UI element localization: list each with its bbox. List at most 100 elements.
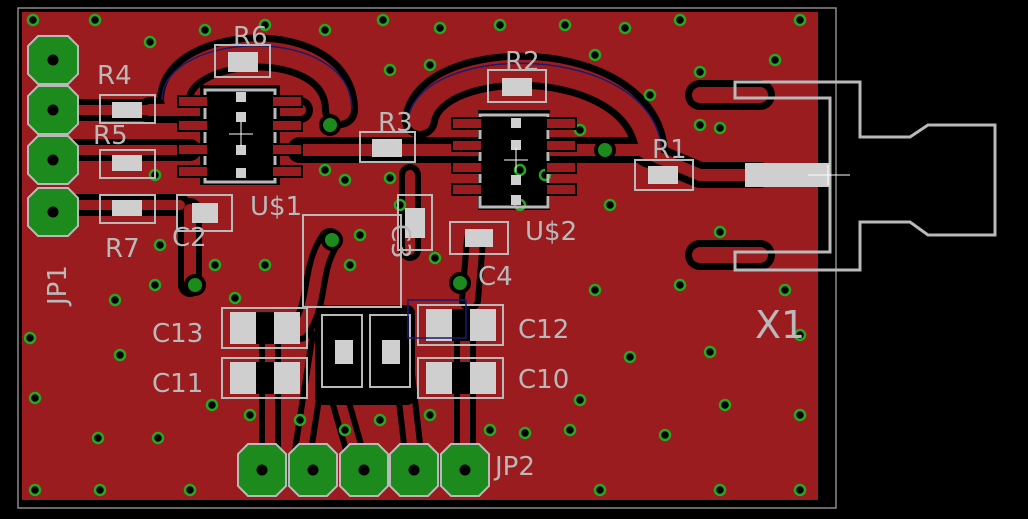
header-pin-hole [44,51,62,69]
label-c11: C11 [152,369,203,399]
via [228,291,242,305]
vias [23,13,807,497]
header-pin-hole [44,101,62,119]
ic-u2 [451,113,577,209]
header-pin-hole [253,461,271,479]
label-jp2: JP2 [493,452,535,482]
ic-u1 [177,88,303,184]
via [423,408,437,422]
label-r6: R6 [233,22,268,52]
via [573,393,587,407]
via [26,13,40,27]
via [23,331,37,345]
via [778,283,792,297]
label-u2: U$2 [525,217,577,247]
via [353,228,367,242]
via [793,483,807,497]
board-outline [17,7,837,509]
label-r3: R3 [378,108,413,138]
label-c13: C13 [152,319,203,349]
via [618,21,632,35]
via [205,398,219,412]
via [151,431,165,445]
via [93,483,107,497]
via [318,23,332,37]
silkscreen-labels: R6 R4 R5 R7 R2 R3 R1 C2 C3 C4 C13 C11 C1… [43,22,805,482]
label-r7: R7 [105,234,140,264]
via [208,258,222,272]
via [143,35,157,49]
via [428,251,442,265]
via [713,121,727,135]
header-pin-hole [355,461,373,479]
header-jp1 [27,35,79,237]
via [588,48,602,62]
via [493,18,507,32]
header-pin-hole [44,203,62,221]
via [423,58,437,72]
via [198,23,212,37]
via [148,278,162,292]
via [793,13,807,27]
label-r5: R5 [93,121,128,151]
via [343,258,357,272]
via [88,13,102,27]
label-c4: C4 [478,262,513,292]
via [718,398,732,412]
via [563,423,577,437]
via-large [449,272,471,294]
via [108,293,122,307]
via [713,483,727,497]
via [703,345,717,359]
via [693,65,707,79]
via [338,173,352,187]
via [376,13,390,27]
via [258,18,272,32]
via-large [594,139,616,161]
header-jp2 [237,443,490,497]
header-pin-hole [304,461,322,479]
via [153,238,167,252]
via [183,483,197,497]
via [603,198,617,212]
via [588,283,602,297]
label-r2: R2 [505,47,540,77]
label-c3: C3 [385,224,415,259]
via-large [319,114,341,136]
label-c2: C2 [172,223,207,253]
via [243,408,257,422]
label-c10: C10 [518,365,569,395]
smd-pads [112,52,678,247]
via [558,18,572,32]
label-x1: X1 [755,303,805,347]
header-pin-hole [405,461,423,479]
via [768,53,782,67]
via [658,428,672,442]
via [338,423,352,437]
via [793,328,807,342]
center-regulator [302,214,467,388]
smd-parts [99,44,694,255]
via [623,350,637,364]
via-large [184,274,206,296]
header-pin-hole [456,461,474,479]
connector-x1 [733,80,997,272]
via [28,391,42,405]
via [793,408,807,422]
via [518,426,532,440]
label-r4: R4 [97,61,132,91]
via [593,483,607,497]
label-r1: R1 [652,135,687,165]
header-pin-hole [44,151,62,169]
via [643,88,657,102]
label-u1: U$1 [250,192,302,222]
via [693,118,707,132]
via [293,413,307,427]
via [673,278,687,292]
via [91,431,105,445]
via [713,225,727,239]
via-large [321,229,343,251]
via [393,198,407,212]
label-jp1: JP1 [43,265,73,307]
